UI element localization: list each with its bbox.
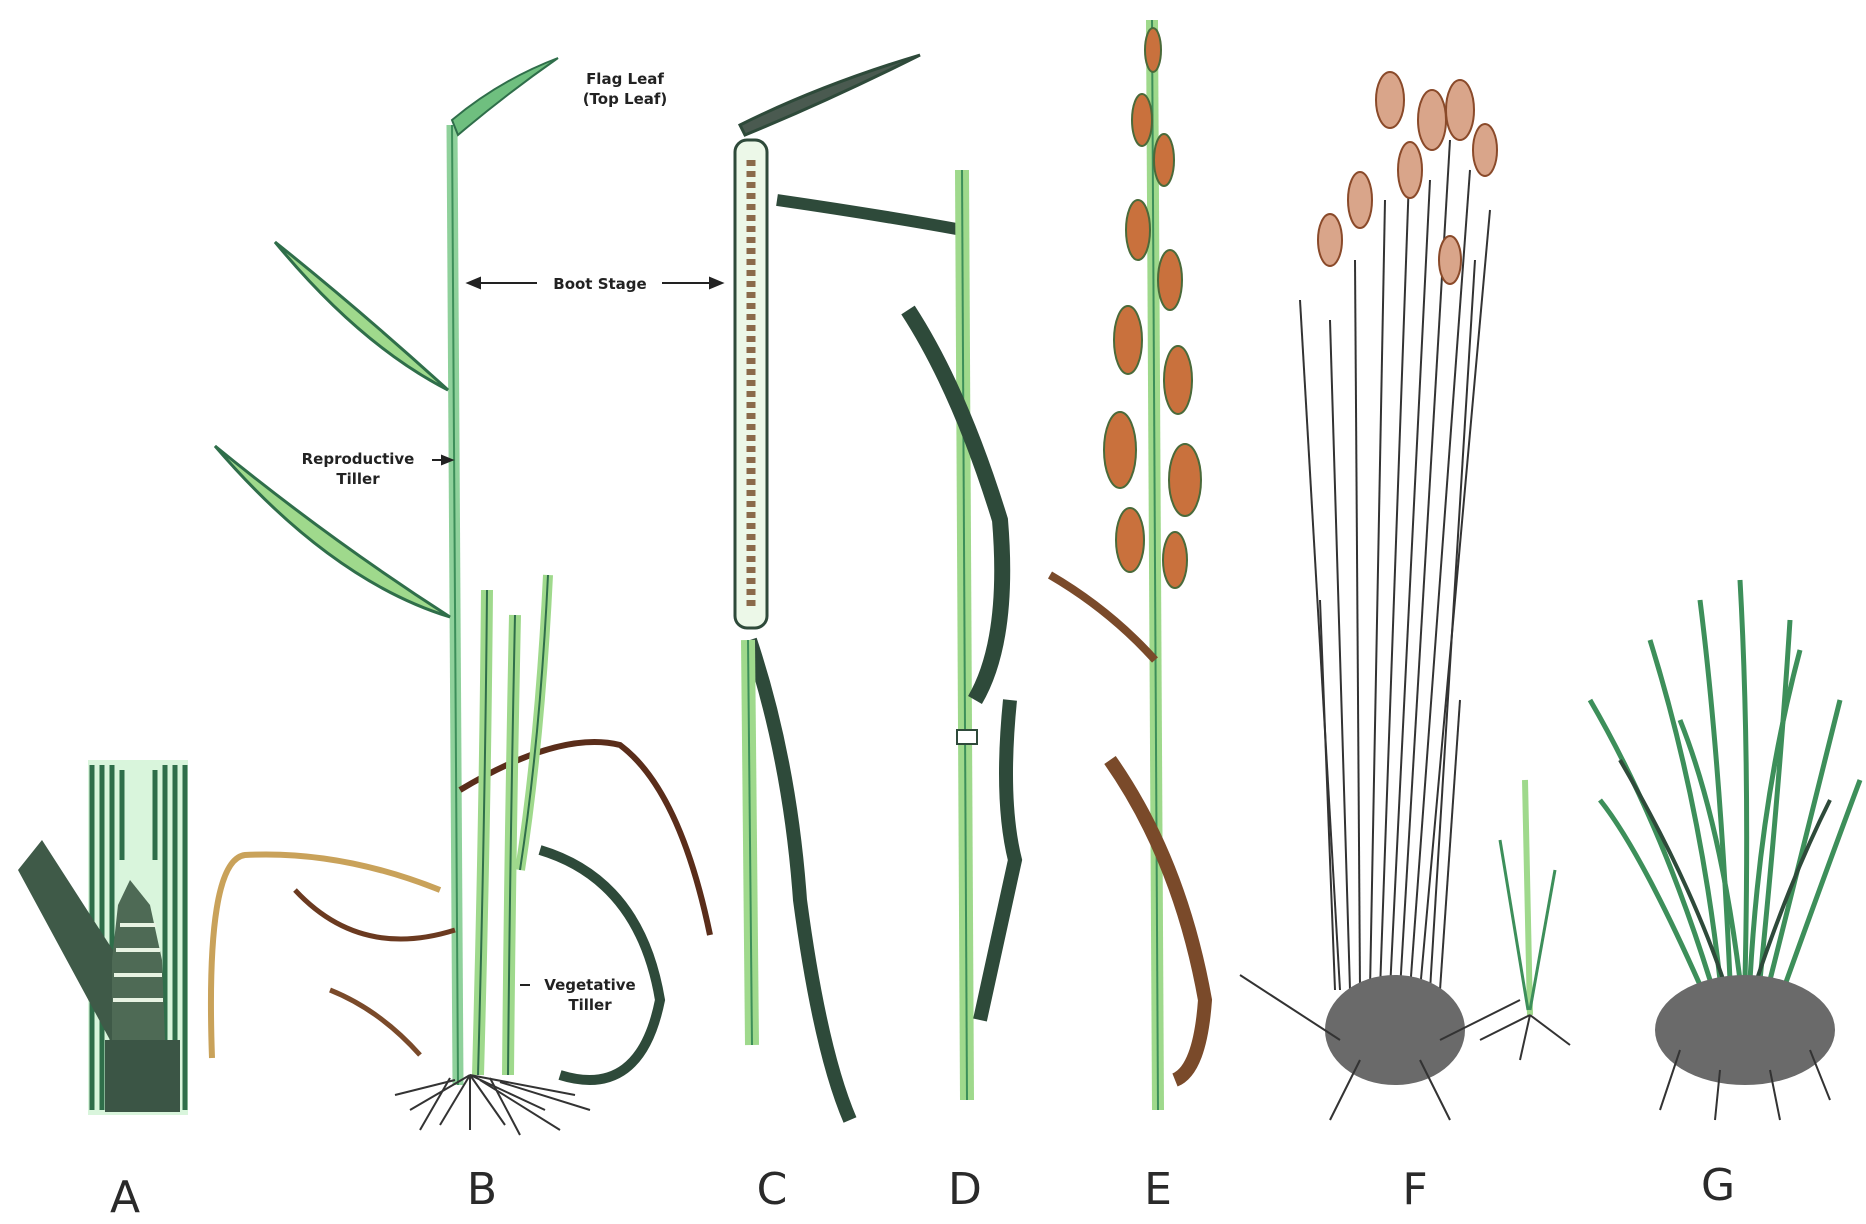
stage-letter-c: C <box>757 1164 788 1215</box>
vegetative-tiller-label-2: Tiller <box>568 996 612 1014</box>
reproductive-tiller-label: Reproductive <box>302 450 415 468</box>
top-leaf-label: (Top Leaf) <box>583 90 668 108</box>
boot-stage-label: Boot Stage <box>553 275 646 293</box>
reproductive-tiller-label-2: Tiller <box>336 470 380 488</box>
stage-letter-e: E <box>1144 1164 1172 1215</box>
callout-lines <box>432 278 722 985</box>
stage-letter-g: G <box>1701 1160 1735 1211</box>
vegetative-tiller-label: Vegetative <box>544 976 635 994</box>
figure-b-tillers <box>211 58 710 1135</box>
flag-leaf-label: Flag Leaf <box>586 70 664 88</box>
figure-g-bunch <box>1590 580 1860 1120</box>
stage-letter-d: D <box>948 1164 982 1215</box>
figure-a-growing-point <box>18 760 188 1115</box>
stage-letter-a: A <box>110 1172 140 1223</box>
figure-f-mature-plant <box>1240 72 1570 1120</box>
stage-letter-b: B <box>467 1164 497 1215</box>
stage-letter-f: F <box>1402 1164 1427 1215</box>
figure-e-heading <box>1050 20 1205 1110</box>
